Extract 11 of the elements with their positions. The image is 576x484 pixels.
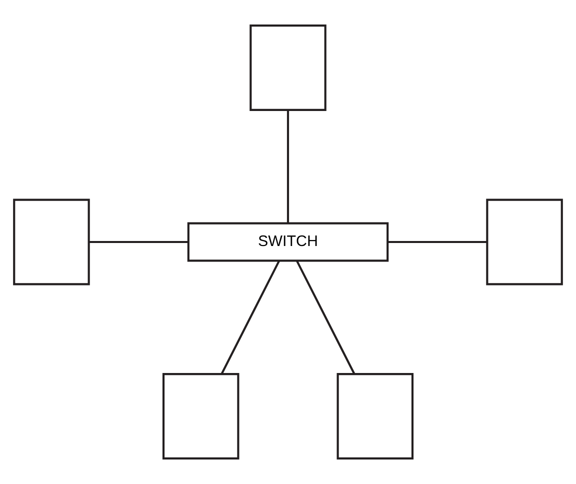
node-box xyxy=(336,373,414,460)
node-box xyxy=(162,373,240,460)
connector xyxy=(220,260,280,374)
connector xyxy=(296,260,356,374)
node-box: SWITCH xyxy=(187,222,389,262)
node-box xyxy=(250,24,326,111)
node-box xyxy=(486,198,563,286)
connector xyxy=(286,110,290,224)
connector xyxy=(388,240,488,244)
connector xyxy=(88,240,188,244)
node-box xyxy=(13,198,90,286)
